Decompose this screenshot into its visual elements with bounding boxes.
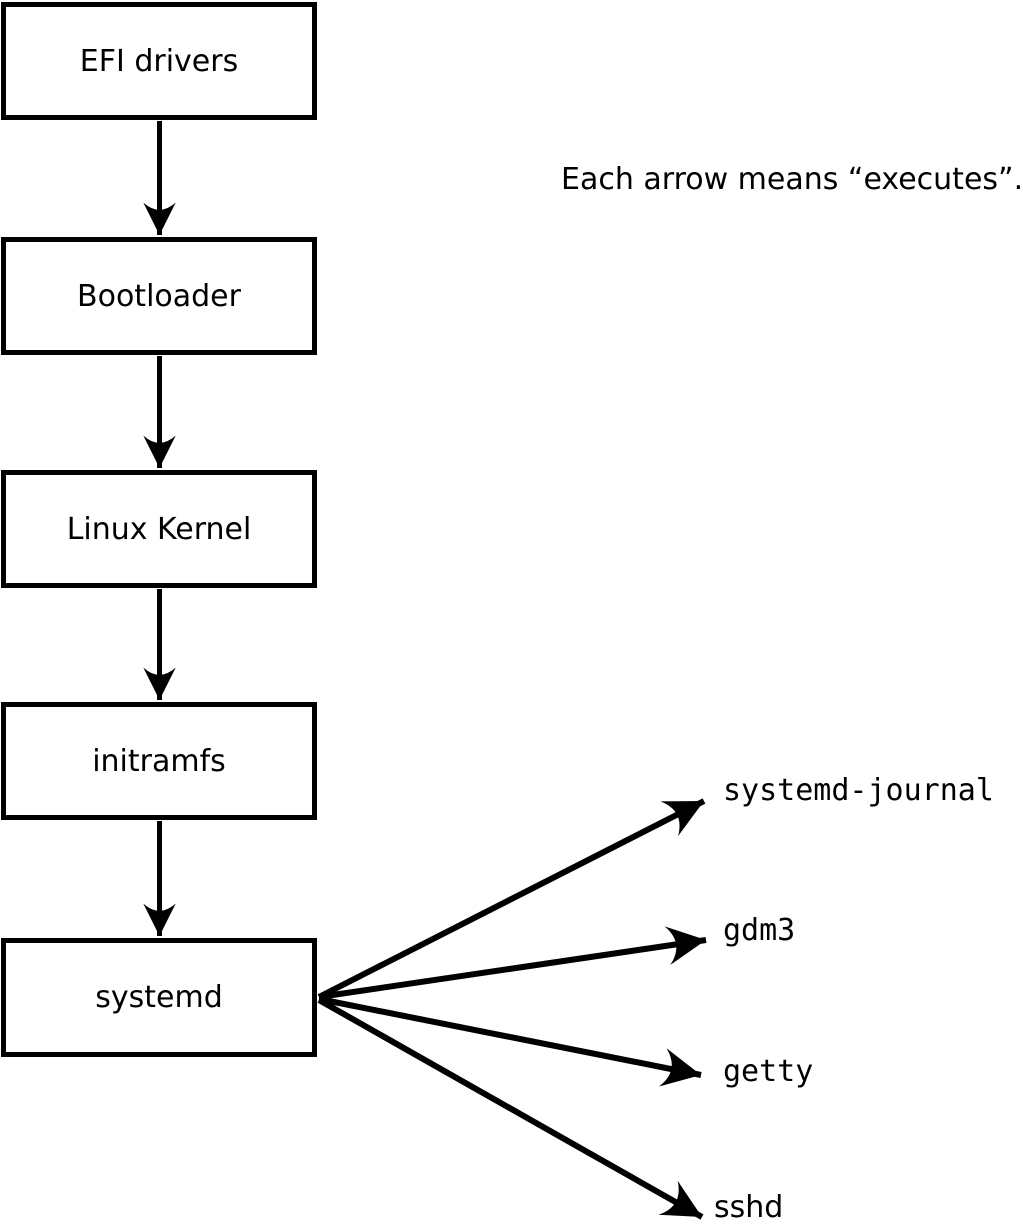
service-label-systemd-journal: systemd-journal [723, 773, 994, 808]
service-label-getty: getty [723, 1054, 814, 1089]
node-bootloader: Bootloader [1, 237, 317, 355]
arrow-systemd-to-journal [317, 798, 706, 1000]
arrow-systemd-to-sshd [317, 997, 704, 1220]
service-label-gdm3: gdm3 [723, 913, 796, 948]
node-efi-drivers: EFI drivers [1, 2, 317, 120]
arrow-systemd-to-getty [318, 996, 702, 1087]
node-label: EFI drivers [79, 43, 239, 79]
node-initramfs: initramfs [1, 702, 317, 820]
service-label-sshd: sshd [714, 1190, 784, 1225]
node-label: initramfs [92, 743, 226, 779]
node-label: systemd [95, 980, 223, 1015]
node-label: Bootloader [77, 278, 241, 314]
legend-note: Each arrow means “executes”. [561, 162, 1023, 197]
node-systemd: systemd [1, 938, 317, 1057]
arrow-systemd-to-gdm3 [318, 926, 707, 1000]
node-linux-kernel: Linux Kernel [1, 470, 317, 588]
node-label: Linux Kernel [66, 511, 252, 547]
